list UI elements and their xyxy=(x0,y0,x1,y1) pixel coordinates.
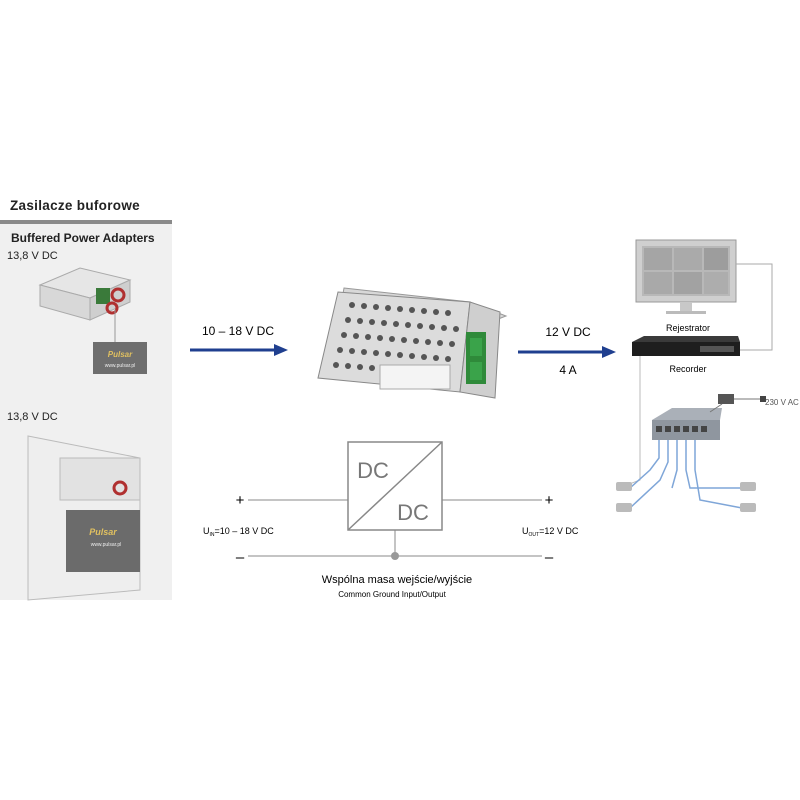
svg-text:www.pulsar.pl: www.pulsar.pl xyxy=(105,363,136,369)
camera-icon xyxy=(616,482,632,491)
input-plus-sign: + xyxy=(236,492,245,509)
common-ground-label-en: Common Ground Input/Output xyxy=(338,590,446,599)
svg-text:Pulsar: Pulsar xyxy=(108,350,133,359)
output-plus-sign: + xyxy=(545,492,554,509)
dc-dc-converter-image xyxy=(317,287,508,399)
mains-adapter-image xyxy=(709,394,766,413)
recorder-label-pl: Rejestrator xyxy=(666,323,710,333)
panel-divider xyxy=(0,220,172,224)
input-voltage-label: 10 – 18 V DC xyxy=(202,324,274,338)
common-ground-label-pl: Wspólna masa wejście/wyjście xyxy=(322,574,472,586)
output-voltage-spec: UOUT=12 V DC xyxy=(522,526,579,538)
svg-text:Pulsar: Pulsar xyxy=(89,527,117,537)
enclosure-psu-image: Pulsar www.pulsar.pl xyxy=(27,435,141,601)
input-voltage-spec: UIN=10 – 18 V DC xyxy=(203,526,274,538)
mains-voltage-label: 230 V AC xyxy=(765,398,799,407)
poe-switch-image xyxy=(652,408,722,440)
open-psu-image xyxy=(38,267,132,321)
camera-icon xyxy=(616,503,632,512)
pulsar-label-small: Pulsar www.pulsar.pl xyxy=(93,310,147,374)
panel-subtitle: Buffered Power Adapters xyxy=(11,231,155,245)
input-minus-sign: – xyxy=(236,549,245,566)
monitor-cable xyxy=(736,263,773,351)
recorder-to-switch-cable xyxy=(623,356,641,487)
camera-icon xyxy=(740,482,756,491)
recorder-label-en: Recorder xyxy=(669,364,706,374)
input-arrow-head xyxy=(274,344,288,356)
dc-dc-symbol: DC DC xyxy=(347,441,443,531)
camera-icon xyxy=(740,503,756,512)
output-minus-sign: – xyxy=(545,549,554,566)
recorder-image xyxy=(632,336,740,356)
top-adapter-voltage: 13,8 V DC xyxy=(7,250,58,262)
camera-icons xyxy=(616,482,756,512)
dc-output-text: DC xyxy=(397,500,429,525)
output-current-label: 4 A xyxy=(559,363,576,377)
svg-text:www.pulsar.pl: www.pulsar.pl xyxy=(91,542,122,548)
network-cables xyxy=(629,440,743,509)
ground-node xyxy=(391,552,399,560)
output-voltage-label: 12 V DC xyxy=(545,325,591,339)
monitor-image xyxy=(635,239,737,314)
panel-title: Zasilacze buforowe xyxy=(10,198,140,213)
output-arrow-head xyxy=(602,346,616,358)
bottom-adapter-voltage: 13,8 V DC xyxy=(7,411,58,423)
dc-input-text: DC xyxy=(357,458,389,483)
